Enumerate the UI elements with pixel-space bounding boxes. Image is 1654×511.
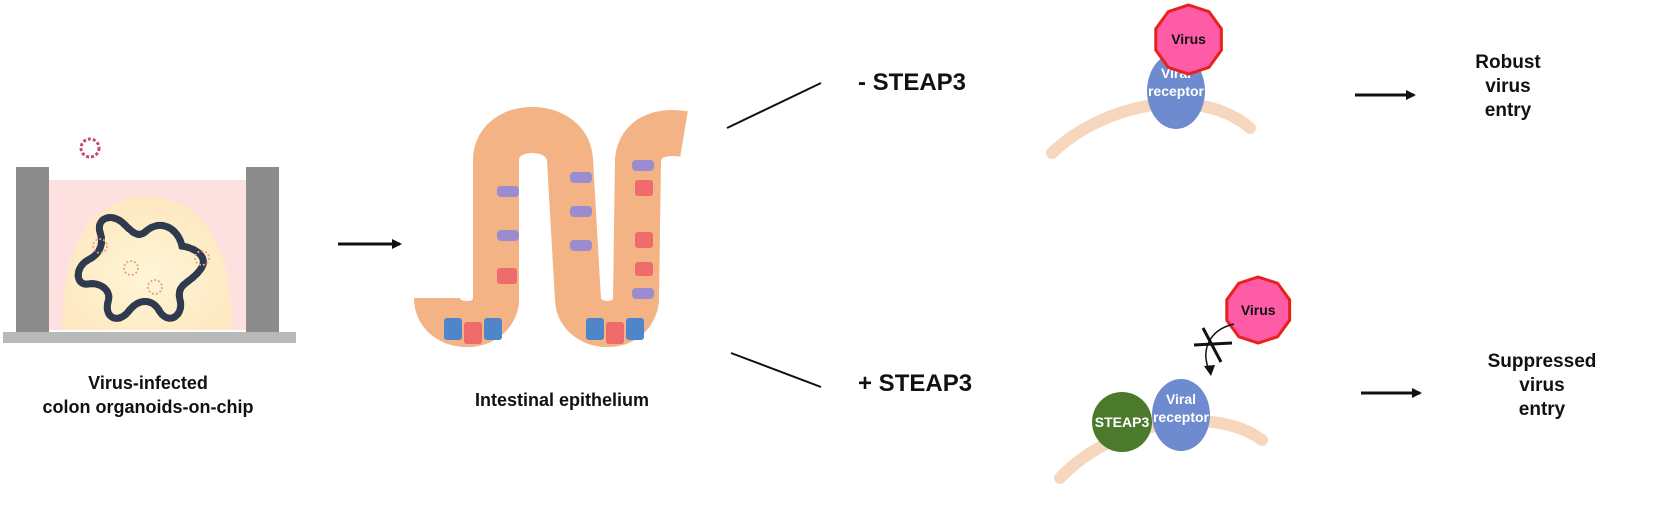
hydrogel-dome (62, 196, 232, 330)
virus-particle-icon (147, 279, 163, 295)
steap3-protein (1092, 392, 1152, 452)
stem-cell (484, 318, 502, 340)
goblet-cells (497, 160, 654, 299)
outcome-suppressed-line1: Suppressed (1488, 351, 1597, 372)
virus-particle-icon (194, 250, 210, 266)
enteroendocrine-cell (497, 268, 517, 284)
viral-receptor (1152, 379, 1210, 451)
chip-base (3, 332, 296, 343)
crypt-base-cells (444, 318, 644, 344)
branch-line-top (726, 82, 822, 129)
goblet-cell (570, 172, 592, 183)
enteroendocrine-cell (635, 262, 653, 276)
paneth-cell (464, 322, 482, 344)
goblet-cell (632, 288, 654, 299)
block-x-stroke (1193, 341, 1233, 347)
chip-caption-line2: colon organoids-on-chip (43, 397, 254, 417)
virus-octagon (1154, 3, 1223, 76)
mechanism-minus-steap3: Viral receptor Virus (1046, 3, 1256, 159)
outcome-suppressed-line3: entry (1519, 399, 1566, 420)
virus-label: Virus (1241, 302, 1276, 318)
virus-particle-top (79, 137, 101, 159)
chip-left-wall (16, 167, 49, 333)
condition-plus-steap3: + STEAP3 (858, 370, 972, 397)
virus-particle-icon (79, 137, 101, 159)
virus-particle-icon (123, 260, 139, 276)
outcome-robust-line3: entry (1485, 100, 1532, 121)
virus-particle-icon (92, 238, 108, 254)
goblet-cell (497, 230, 519, 241)
viral-receptor-label-line2: receptor (1148, 83, 1205, 99)
stem-cell (586, 318, 604, 340)
organoid-chip-illustration (3, 137, 296, 343)
blocked-entry-arrowhead (1204, 365, 1215, 376)
goblet-cell (497, 186, 519, 197)
chip-caption-line1: Virus-infected (88, 373, 208, 393)
intestinal-epithelium-illustration (437, 130, 684, 344)
mechanism-plus-steap3: STEAP3 Viral receptor Virus (1054, 275, 1292, 484)
virus-particles-in-gel (92, 238, 210, 295)
stem-cell (444, 318, 462, 340)
virus-label: Virus (1171, 31, 1206, 47)
goblet-cell (632, 160, 654, 171)
outcome-suppressed-line2: virus (1519, 375, 1564, 396)
goblet-cell (570, 240, 592, 251)
enteroendocrine-cell (635, 232, 653, 248)
blocked-entry-arrow (1205, 323, 1235, 373)
paneth-cell (606, 322, 624, 344)
branch-line-bottom (730, 352, 822, 388)
goblet-cell (570, 206, 592, 217)
chip-right-wall (246, 167, 279, 333)
viral-receptor-label-line2: receptor (1153, 409, 1210, 425)
viral-receptor-label-line1: Viral (1166, 391, 1196, 407)
cell-membrane (1046, 97, 1256, 159)
condition-minus-steap3: - STEAP3 (858, 69, 966, 96)
stem-cell (626, 318, 644, 340)
enteroendocrine-cell (635, 180, 653, 196)
enteroendocrine-cells (497, 180, 653, 284)
outcome-robust-line1: Robust (1475, 52, 1541, 73)
epithelium-caption: Intestinal epithelium (475, 390, 649, 410)
outcome-robust-line2: virus (1485, 76, 1530, 97)
steap3-label: STEAP3 (1095, 414, 1150, 430)
virus-octagon (1225, 275, 1292, 345)
